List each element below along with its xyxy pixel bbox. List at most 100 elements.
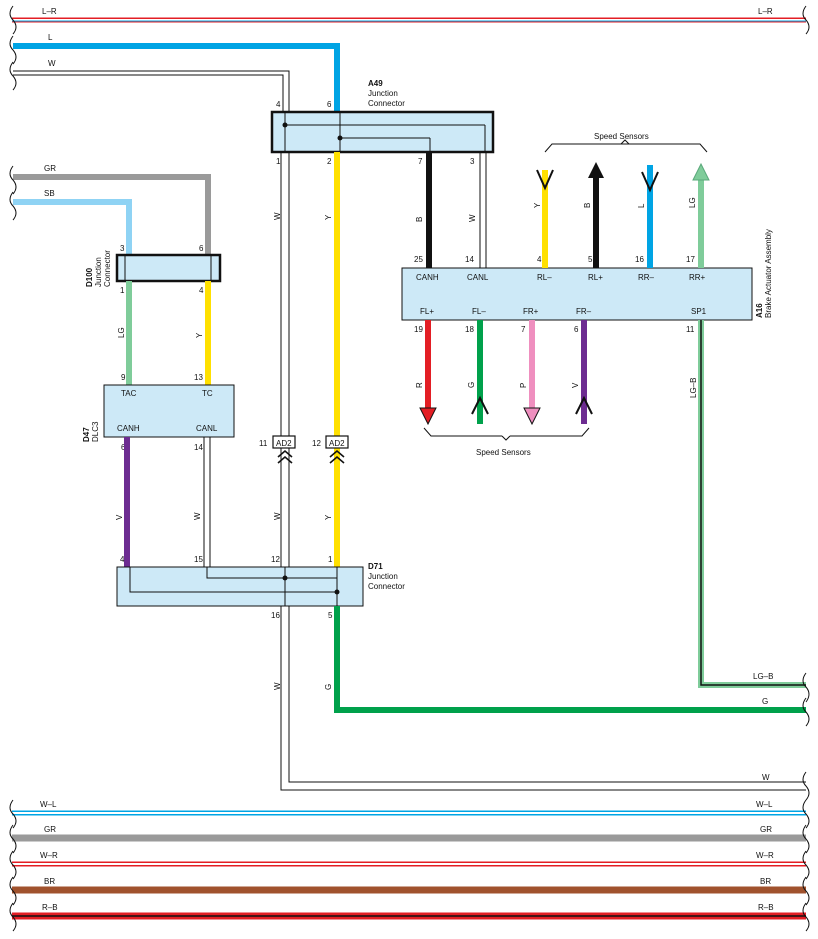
a16-bottom-pin-num: 18 <box>465 325 474 334</box>
bottom-buses: W–L W–L GR GR W–R W–R BR BR <box>9 799 810 932</box>
a49-name-line2: Connector <box>368 99 405 108</box>
a16-name: Brake Actuator Assembly <box>764 229 773 318</box>
d71-pin-bot-w: 16 <box>271 611 280 620</box>
break-mark-icon <box>802 850 810 880</box>
d71-pin-top-w2: 12 <box>271 555 280 564</box>
a16-bottom-pin-num: 7 <box>521 325 526 334</box>
a16-top-pin-label: RL+ <box>588 273 603 282</box>
d47-pin-tc: 13 <box>194 373 203 382</box>
a49-pin-bot-y: 2 <box>327 157 332 166</box>
wire-b-a49-label: B <box>415 217 424 222</box>
wire-lg-d100-label: LG <box>117 327 126 338</box>
d47-label-canl: CANL <box>196 424 218 433</box>
bus-right-label: BR <box>760 877 771 886</box>
ad2-label-y: AD2 <box>329 439 345 448</box>
right-output-w-label: W <box>762 773 770 782</box>
a49-pin-top-w: 4 <box>276 100 281 109</box>
top-speed-sensors-label: Speed Sensors <box>594 132 649 141</box>
d71-name-line1: Junction <box>368 572 398 581</box>
top-bus-l-r: L–R L–R <box>9 5 810 35</box>
break-mark-icon <box>9 191 17 221</box>
wire-w-a49-d71: W W <box>273 152 290 567</box>
break-mark-icon <box>802 824 810 854</box>
top-bus-left-label: L–R <box>42 7 57 16</box>
bottom-sensor-wire-label: G <box>467 382 476 388</box>
bus-left-label: GR <box>44 825 56 834</box>
wire-y-d100-label: Y <box>195 332 204 338</box>
top-sensor-wire-label: L <box>637 203 646 208</box>
wire-y-ad2-label: Y <box>324 514 333 520</box>
break-mark-icon <box>9 824 17 854</box>
break-mark-icon <box>9 799 17 829</box>
wire-l-top: L <box>9 33 340 112</box>
bus-br: BR BR <box>9 876 810 906</box>
a16-top-pin-label: RR+ <box>689 273 706 282</box>
bus-right-label: GR <box>760 825 772 834</box>
d100-pin-bot-lg: 1 <box>120 286 125 295</box>
a49-pin-bot-w2: 3 <box>470 157 475 166</box>
bottom-sensor-wire-label: P <box>519 383 528 388</box>
wire-b-a49-a16: B <box>415 152 432 268</box>
wire-l-label: L <box>48 33 53 42</box>
d71-junction-connector: 4 15 12 1 16 5 D71 Junction Connector <box>116 555 405 620</box>
break-mark-icon <box>9 61 17 91</box>
d71-ref: D71 <box>368 562 383 571</box>
d47-pin-tac: 9 <box>121 373 126 382</box>
a16-bottom-pin-num: 11 <box>686 325 695 334</box>
d47-name: DLC3 <box>91 421 100 442</box>
d100-name-line2: Connector <box>103 250 112 287</box>
wire-gr-label: GR <box>44 164 56 173</box>
bus-right-label: W–L <box>756 800 773 809</box>
bottom-speed-sensors-label: Speed Sensors <box>476 448 531 457</box>
wire-y-d100-dlc3: Y <box>195 281 211 385</box>
bottom-sensor-wire-label: R <box>415 382 424 388</box>
d71-pin-top-w: 15 <box>194 555 203 564</box>
a16-ref: A16 <box>755 303 764 318</box>
wire-w-a49-a16: W <box>468 152 487 268</box>
a16-top-pin-num: 14 <box>465 255 474 264</box>
break-mark-icon <box>802 672 810 703</box>
bus-r-b: R–B R–B <box>9 902 810 932</box>
d71-pin-top-y: 1 <box>328 555 333 564</box>
wire-lg-d100-dlc3: LG <box>117 281 132 385</box>
d100-pin-top-gr: 6 <box>199 244 204 253</box>
wire-w-dlc3-label: W <box>193 512 202 520</box>
bus-left-label: BR <box>44 877 55 886</box>
a49-pin-top-l: 6 <box>327 100 332 109</box>
wire-w-a49-label: W <box>273 212 282 220</box>
d47-ref: D47 <box>82 427 91 442</box>
break-mark-icon <box>802 902 810 932</box>
wire-w-d71-out: W W <box>273 606 810 801</box>
a16-bottom-pin-label: FL– <box>472 307 486 316</box>
wire-y-a49-d71: Y Y <box>324 152 340 567</box>
top-bus-right-label: L–R <box>758 7 773 16</box>
a16-top-pin-num: 17 <box>686 255 695 264</box>
a16-top-pin-label: CANL <box>467 273 489 282</box>
d47-pin-canh: 6 <box>121 443 126 452</box>
break-mark-icon <box>9 850 17 880</box>
wire-w-ad2-label: W <box>273 512 282 520</box>
d47-dlc3-connector: 9 13 TAC TC CANH CANL 6 14 D47 DLC3 <box>82 373 235 452</box>
break-mark-icon <box>9 902 17 932</box>
wire-y-a49-label: Y <box>324 214 333 220</box>
a16-top-pin-num: 16 <box>635 255 644 264</box>
a16-top-pin-num: 5 <box>588 255 593 264</box>
bottom-sensor-wire-label: V <box>571 382 580 388</box>
ad2-pin-w: 11 <box>259 439 268 448</box>
wire-lg-b-label: LG–B <box>689 378 698 398</box>
break-mark-icon <box>802 771 810 801</box>
ad2-label-w: AD2 <box>276 439 292 448</box>
a16-top-pin-num: 25 <box>414 255 423 264</box>
wire-lg-b-a16-out: LG–B LG–B <box>689 320 810 703</box>
bus-left-label: W–L <box>40 800 57 809</box>
wire-w-d71-label: W <box>273 682 282 690</box>
wire-sb: SB <box>9 189 132 255</box>
top-speed-sensors: Speed Sensors Y B L LG <box>533 132 710 268</box>
bus-w-l: W–L W–L <box>9 799 810 829</box>
bus-gr: GR GR <box>9 824 810 854</box>
bus-right-label: W–R <box>756 851 774 860</box>
bottom-speed-sensors: R G P V Speed Sensors <box>415 320 593 457</box>
d100-ref: D100 <box>85 267 94 287</box>
top-sensor-wire-label: Y <box>533 202 542 208</box>
